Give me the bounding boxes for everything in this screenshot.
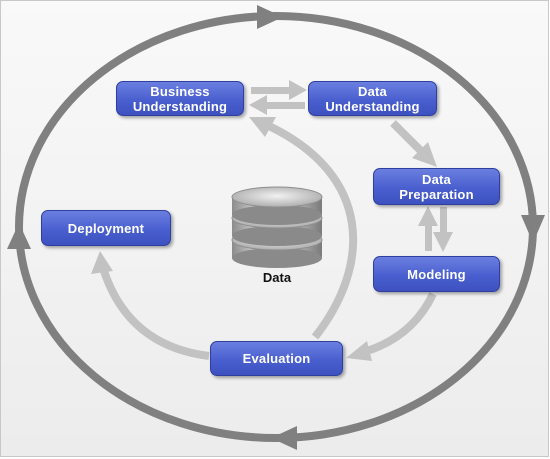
database-label: Data: [262, 270, 292, 285]
arrow-data-preparation-to-modeling: [433, 207, 453, 252]
deployment-node[interactable]: Deployment: [41, 210, 171, 246]
arrow-business-to-data-understanding: [251, 80, 307, 100]
arrow-modeling-to-evaluation: [346, 292, 437, 361]
database-icon: [231, 186, 323, 268]
outer-cycle-arrowhead-bottom: [271, 426, 297, 450]
outer-cycle-arrowhead-right: [521, 215, 545, 243]
business-understanding-node[interactable]: Business Understanding: [116, 81, 244, 116]
data-understanding-node[interactable]: Data Understanding: [308, 81, 437, 116]
outer-cycle-arrowhead-left: [7, 223, 31, 249]
arrow-evaluation-to-business-understanding: [249, 117, 358, 340]
outer-cycle-arrowhead-top: [257, 5, 283, 29]
modeling-node[interactable]: Modeling: [373, 256, 500, 292]
arrow-data-understanding-to-business: [249, 95, 305, 115]
arrow-evaluation-to-deployment: [91, 251, 210, 360]
evaluation-node[interactable]: Evaluation: [210, 341, 343, 376]
arrow-modeling-to-data-preparation: [418, 206, 438, 251]
data-preparation-node[interactable]: Data Preparation: [373, 168, 500, 205]
arrow-data-understanding-to-data-preparation: [390, 120, 437, 167]
